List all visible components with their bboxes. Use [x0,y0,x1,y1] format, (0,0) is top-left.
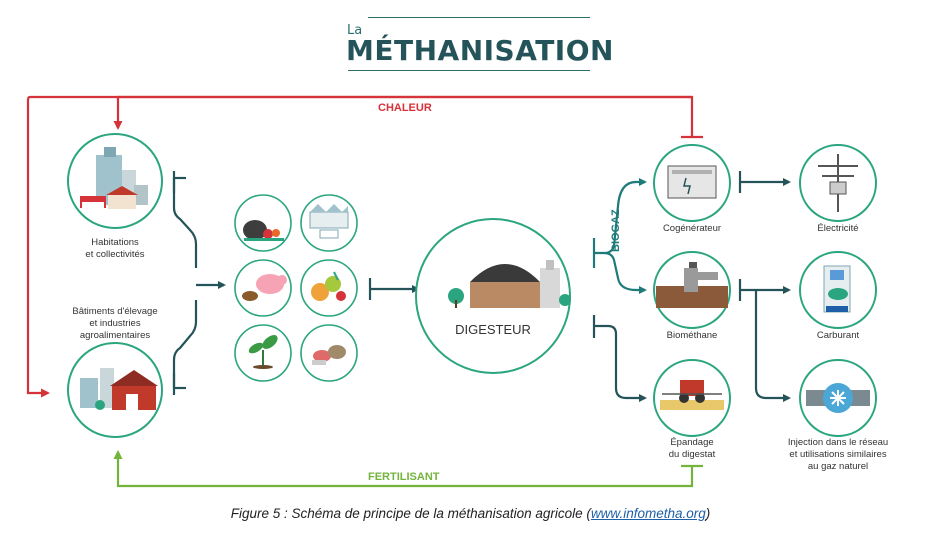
fertilizer-flow-label: FERTILISANT [368,471,440,483]
biogas-connector [592,178,647,294]
digester-tank-icon [448,260,571,308]
fuel-pump-icon [823,265,851,313]
biomethane-label: Biométhane [666,330,718,341]
cogenerator-unit-icon [667,165,717,199]
caption-end: ) [705,506,711,521]
plant-sprout-icon [248,335,278,369]
title-prefix: La [347,23,363,38]
grid-to-digester-connector [368,278,420,300]
title-block: La MÉTHANISATION [320,10,620,71]
city-buildings-icon [80,147,148,209]
farm-buildings-icon [80,368,158,410]
digester-label: DIGESTEUR [455,322,531,337]
biogas-flow-label: BIOGAZ [610,209,622,252]
spreading-connector [592,315,647,402]
food-waste-icon [312,345,346,365]
biomethane-pipe-icon [656,262,728,308]
waste-bag-icon [243,220,284,241]
caption-link[interactable]: www.infometha.org [590,506,706,521]
title-rule-top [368,17,590,18]
farm-label: Bâtiments d'élevage et industries agroal… [72,306,158,341]
caption-text: Figure 5 : Schéma de principe de la méth… [230,506,591,521]
cogenerator-label: Cogénérateur [662,223,722,234]
electricity-connector [738,171,791,193]
factory-icon [309,204,349,239]
housing-label: Habitations et collectivités [85,237,145,260]
spreading-label: Épandage du digestat [668,437,716,460]
electricity-label: Électricité [817,223,859,234]
title-rule-bottom [348,70,590,71]
heat-flow-label: CHALEUR [378,102,432,114]
injection-label: Injection dans le réseau et utilisations… [787,437,889,472]
power-pole-icon [818,154,858,212]
page-title: MÉTHANISATION [346,34,614,67]
input-connectors [172,171,226,395]
pig-manure-icon [242,274,287,301]
gas-network-valve-icon [806,383,870,413]
fruits-vegetables-icon [311,271,346,301]
heat-flow [26,95,703,398]
figure-caption: Figure 5 : Schéma de principe de la méth… [0,506,941,521]
fuel-label: Carburant [816,330,860,341]
fertilizer-flow [113,450,703,488]
tractor-spreading-icon [660,380,724,410]
biomethane-outputs-connector [738,279,791,402]
